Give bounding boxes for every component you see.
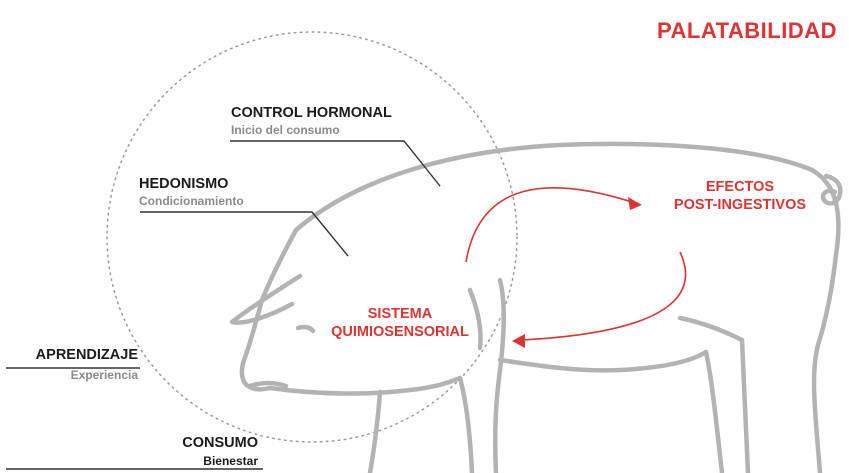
leader-hedonismo [140, 212, 348, 256]
control-hormonal-label: CONTROL HORMONAL [231, 106, 392, 121]
hedonismo-sub: Condicionamiento [139, 195, 244, 207]
efectos-line2: POST-INGESTIVOS [650, 196, 830, 214]
control-hormonal-sub: Inicio del consumo [231, 124, 340, 136]
aprendizaje-sub: Experiencia [71, 369, 138, 381]
pig-mouth [250, 383, 286, 386]
sistema-line1: SISTEMA [315, 305, 485, 323]
consumo-label: CONSUMO [182, 436, 258, 451]
arrowhead-sistema [512, 334, 525, 348]
pig-jaw [270, 378, 460, 394]
pig-rear-leg-c [680, 318, 742, 340]
pig-shoulder [500, 280, 504, 370]
leader-control-hormonal [230, 141, 440, 186]
pig-rear-leg-a [706, 352, 722, 473]
arrowheads [512, 197, 642, 348]
pig-front-leg-b [495, 370, 500, 473]
pig-chest-leg [370, 392, 380, 473]
pig-belly [500, 352, 706, 370]
aprendizaje-label: APRENDIZAJE [36, 348, 138, 363]
consumo-sub: Bienestar [203, 455, 258, 467]
sistema-line2: QUIMIOSENSORIAL [315, 323, 485, 341]
arrowhead-efectos [628, 197, 642, 210]
hedonismo-label: HEDONISMO [139, 177, 228, 192]
sistema-label: SISTEMA QUIMIOSENSORIAL [315, 305, 485, 341]
arrow-to-sistema [522, 252, 686, 340]
pig-eye [298, 327, 313, 331]
pig-rear-leg-b [742, 340, 748, 473]
efectos-label: EFECTOS POST-INGESTIVOS [650, 178, 830, 214]
diagram-title: PALATABILIDAD [657, 20, 837, 42]
pig-front-leg-a [460, 378, 472, 473]
efectos-line1: EFECTOS [650, 178, 830, 196]
pig-ear [232, 276, 300, 323]
arrow-to-efectos [466, 188, 632, 262]
